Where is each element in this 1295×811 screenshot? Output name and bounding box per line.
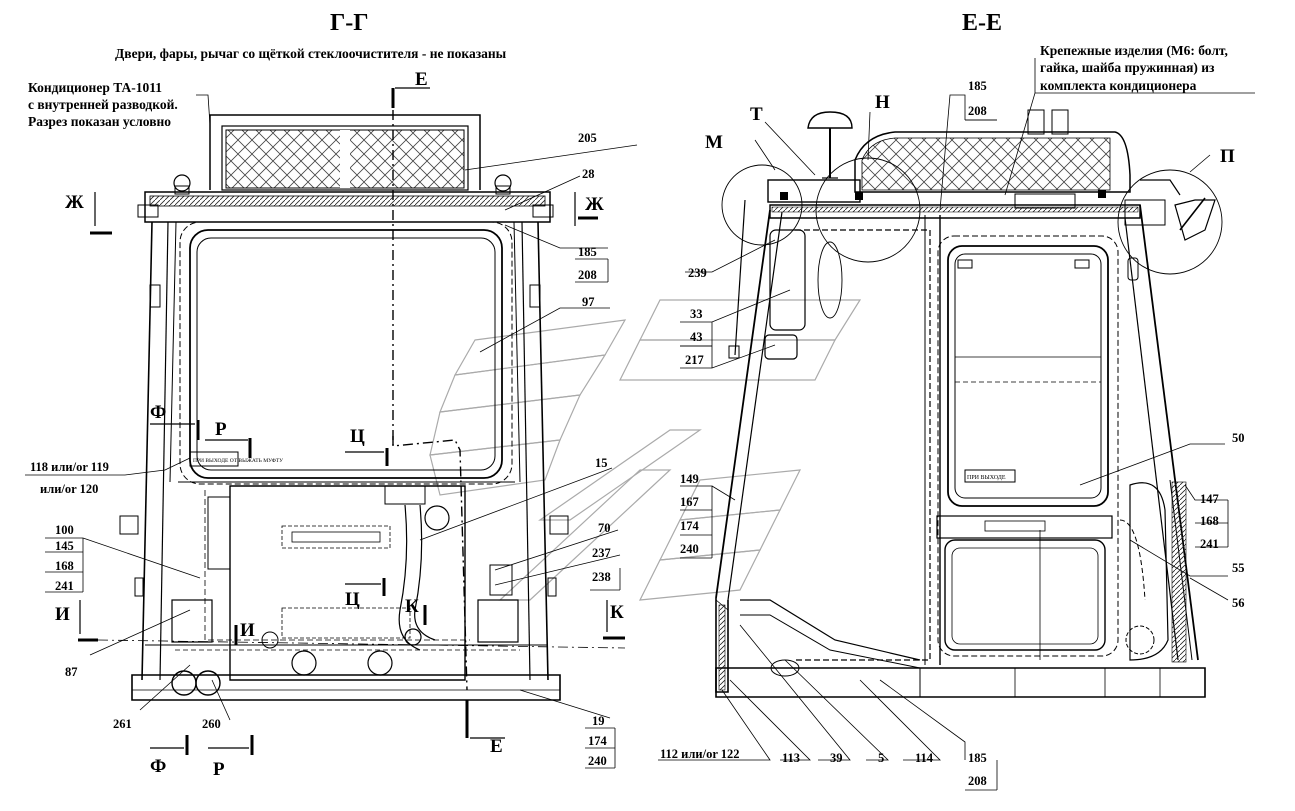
section-letter-f-bot: Ф: [150, 756, 166, 777]
section-letter-e-top: Е: [415, 69, 428, 90]
callout-120: или/or 120: [40, 482, 98, 496]
callout-39: 39: [830, 751, 843, 765]
callout-50: 50: [1232, 431, 1245, 445]
section-letter-i-left: И: [55, 604, 70, 625]
callout-237: 237: [592, 546, 611, 560]
callout-43: 43: [690, 330, 703, 344]
fasteners-note-line3: комплекта кондиционера: [1040, 78, 1197, 93]
callout-147: 147: [1200, 492, 1219, 506]
detail-letter-p: П: [1220, 146, 1235, 167]
detail-letter-n: Н: [875, 92, 890, 113]
callout-260: 260: [202, 717, 221, 731]
callout-112: 112 или/or 122: [660, 747, 740, 761]
callout-118: 118 или/or 119: [30, 460, 109, 474]
left-section-lines: [78, 87, 626, 755]
left-view-cab-front: [119, 114, 569, 701]
right-callout-underlines: [680, 119, 1229, 791]
callout-217: 217: [685, 353, 704, 367]
ac-note-line1: Кондиционер ТА-1011: [28, 80, 162, 95]
fasteners-note-line1: Крепежные изделия (М6: болт,: [1040, 43, 1228, 58]
section-letter-i-mid: И: [240, 620, 255, 641]
section-letter-zh-right: Ж: [585, 194, 604, 215]
section-letter-f-mid: Ф: [150, 402, 166, 423]
section-letter-ts-low: Ц: [345, 589, 360, 610]
callout-97: 97: [582, 295, 595, 309]
section-letter-r-mid: Р: [215, 419, 227, 440]
right-leader-lines: [658, 58, 1255, 761]
callout-113: 113: [782, 751, 800, 765]
ac-note-line3: Разрез показан условно: [28, 114, 171, 129]
callout-239: 239: [688, 266, 707, 280]
callout-28: 28: [582, 167, 595, 181]
detail-letter-t: Т: [750, 104, 763, 125]
callout-87: 87: [65, 665, 78, 679]
left-callout-underlines: [25, 258, 621, 769]
callout-185-right-top: 185: [968, 79, 987, 93]
callout-56: 56: [1232, 596, 1245, 610]
ac-note-line2: с внутренней разводкой.: [28, 97, 178, 112]
detail-letter-m: М: [705, 132, 723, 153]
left-leader-lines: [82, 94, 638, 721]
callout-174-left: 174: [588, 734, 608, 748]
callout-241-right: 241: [1200, 537, 1219, 551]
left-info-plate: ПРИ ВЫХОДЕ ОТ ВЫЖАТЬ МУФТУ: [193, 458, 283, 464]
right-detail-markers: [780, 190, 1106, 200]
right-view-cab-side: [715, 109, 1223, 698]
callout-241-left: 241: [55, 579, 74, 593]
right-view-title: Е-Е: [962, 10, 1002, 36]
callout-15: 15: [595, 456, 608, 470]
callout-208-left: 208: [578, 268, 597, 282]
background-watermark: [429, 299, 862, 601]
left-view-note: Двери, фары, рычаг со щёткой стеклоочист…: [115, 46, 507, 61]
callout-261: 261: [113, 717, 132, 731]
callout-167: 167: [680, 495, 699, 509]
callout-5: 5: [878, 751, 884, 765]
callout-168-right: 168: [1200, 514, 1219, 528]
fasteners-note-line2: гайка, шайба пружинная) из: [1040, 60, 1215, 75]
section-letter-r-bot: Р: [213, 759, 225, 780]
section-letter-e-bottom: Е: [490, 736, 503, 757]
callout-33: 33: [690, 307, 703, 321]
section-letter-k-mid: К: [405, 596, 419, 617]
section-letter-zh-left: Ж: [65, 192, 84, 213]
callout-114: 114: [915, 751, 934, 765]
section-letter-k-right: К: [610, 602, 624, 623]
callout-145: 145: [55, 539, 74, 553]
callout-208-right-top: 208: [968, 104, 987, 118]
callout-238: 238: [592, 570, 611, 584]
callout-70: 70: [598, 521, 611, 535]
callout-240-right: 240: [680, 542, 699, 556]
callout-174-right: 174: [680, 519, 700, 533]
left-view-title: Г-Г: [330, 10, 369, 36]
callout-240-left: 240: [588, 754, 607, 768]
section-letter-ts-mid: Ц: [350, 426, 365, 447]
callout-205: 205: [578, 131, 597, 145]
callout-149: 149: [680, 472, 699, 486]
right-info-plate: ПРИ ВЫХОДЕ: [967, 475, 1006, 481]
callout-100: 100: [55, 523, 74, 537]
callout-185-right-bottom: 185: [968, 751, 987, 765]
callout-168-left: 168: [55, 559, 74, 573]
callout-55: 55: [1232, 561, 1245, 575]
callout-19: 19: [592, 714, 605, 728]
callout-185-left: 185: [578, 245, 597, 259]
callout-208-right-bottom: 208: [968, 774, 987, 788]
